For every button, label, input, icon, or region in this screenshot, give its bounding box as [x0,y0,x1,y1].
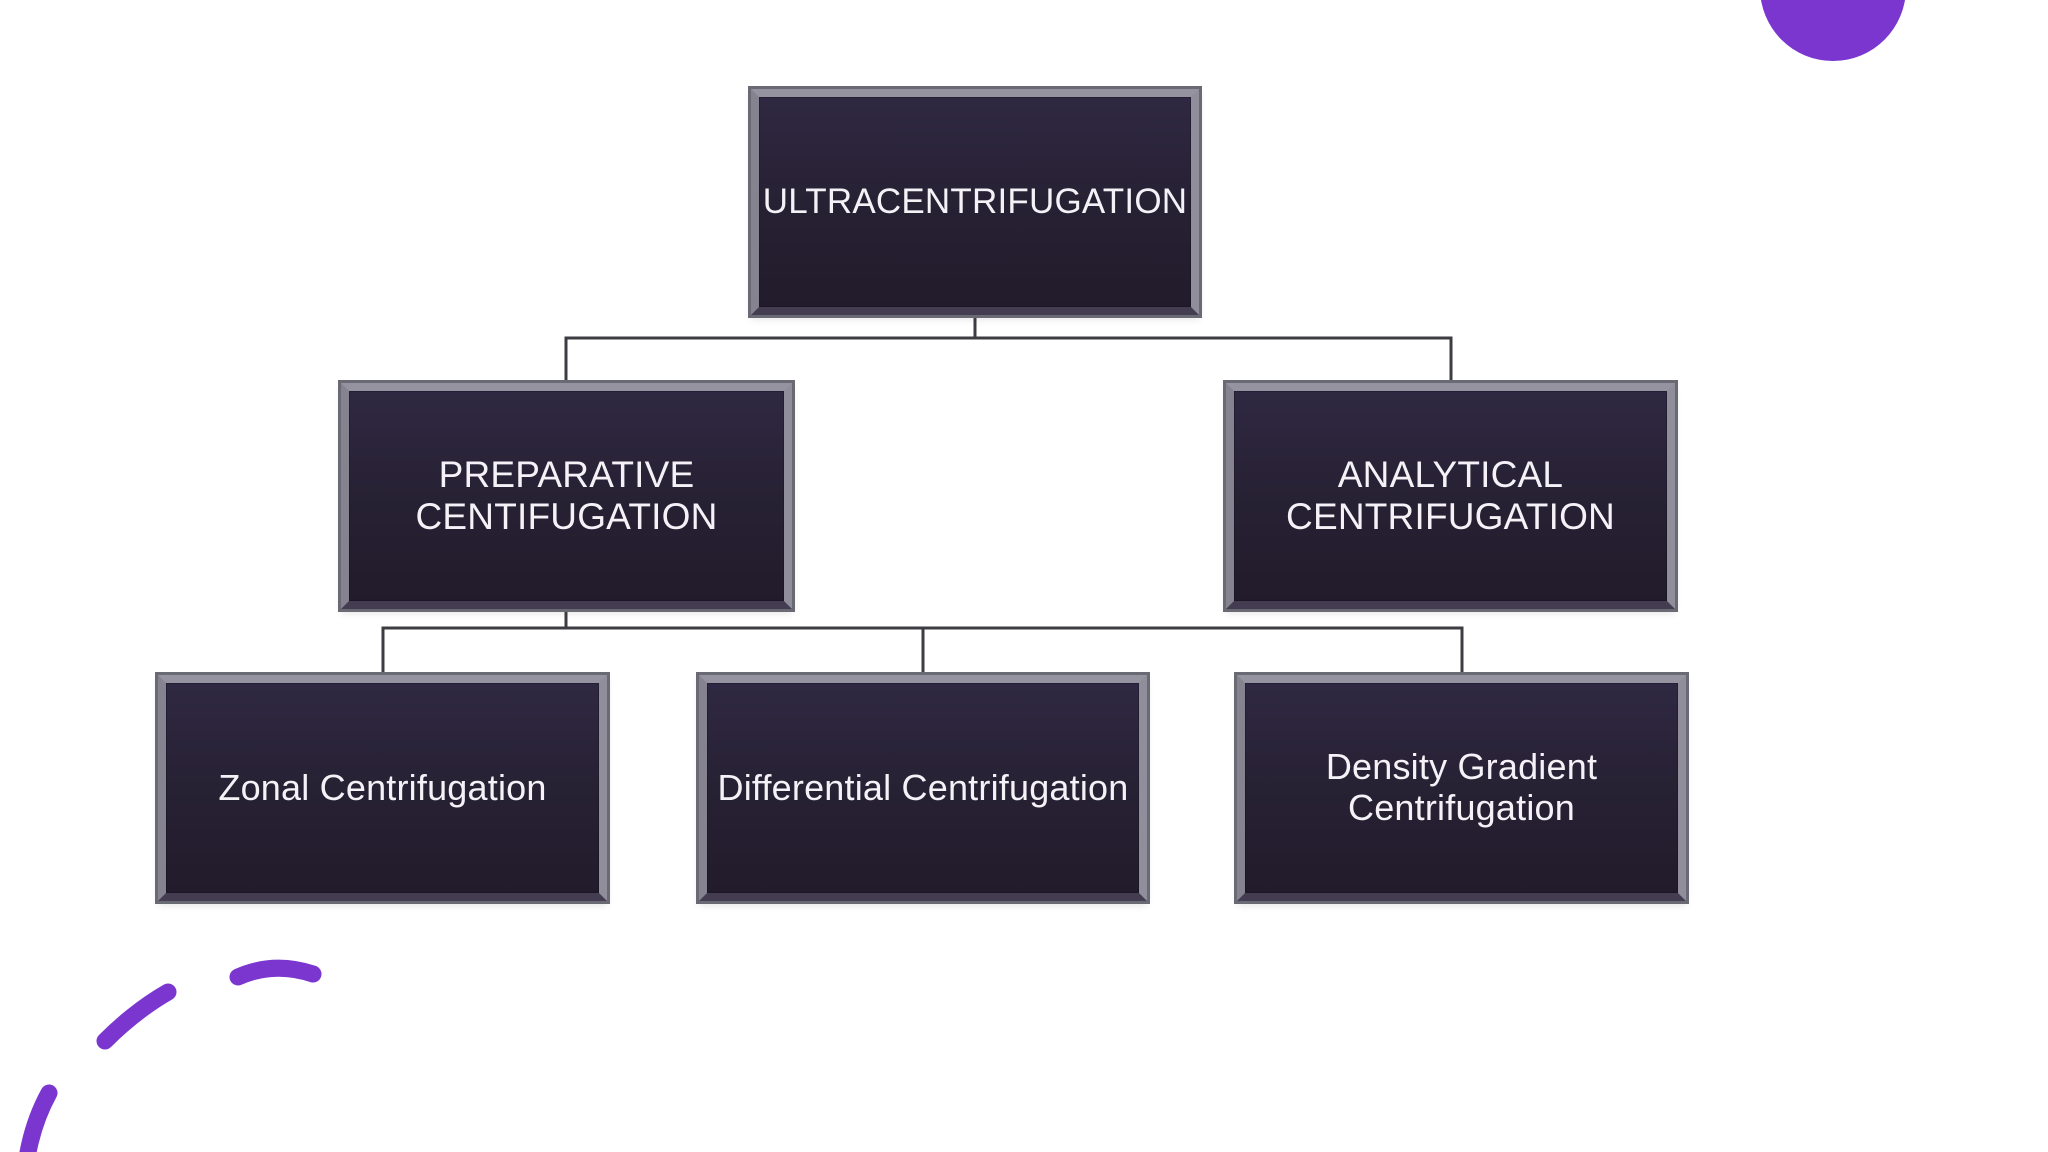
purple-dash-decoration-top [229,959,322,986]
node-ultracentrifugation-label: ULTRACENTRIFUGATION [762,182,1188,222]
purple-circle-decoration [1761,0,1905,61]
connector-level1 [564,315,1453,386]
node-density-gradient-centrifugation: Density Gradient Centrifugation [1234,672,1689,904]
node-analytical-centrifugation: ANALYTICAL CENTRIFUGATION [1223,380,1678,612]
node-ultracentrifugation: ULTRACENTRIFUGATION [748,86,1202,318]
purple-dash-decoration-bottom [19,1084,58,1152]
connector-level2 [381,609,1464,678]
node-zonal-centrifugation: Zonal Centrifugation [155,672,610,904]
node-preparative-label: PREPARATIVE CENTIFUGATION [415,454,718,537]
node-density-gradient-label: Density Gradient Centrifugation [1325,746,1598,828]
node-zonal-label: Zonal Centrifugation [218,766,547,808]
node-differential-label: Differential Centrifugation [717,766,1129,808]
purple-dash-decoration-middle [96,983,177,1050]
node-differential-centrifugation: Differential Centrifugation [696,672,1150,904]
node-analytical-label: ANALYTICAL CENTRIFUGATION [1286,454,1615,537]
node-preparative-centifugation: PREPARATIVE CENTIFUGATION [338,380,795,612]
